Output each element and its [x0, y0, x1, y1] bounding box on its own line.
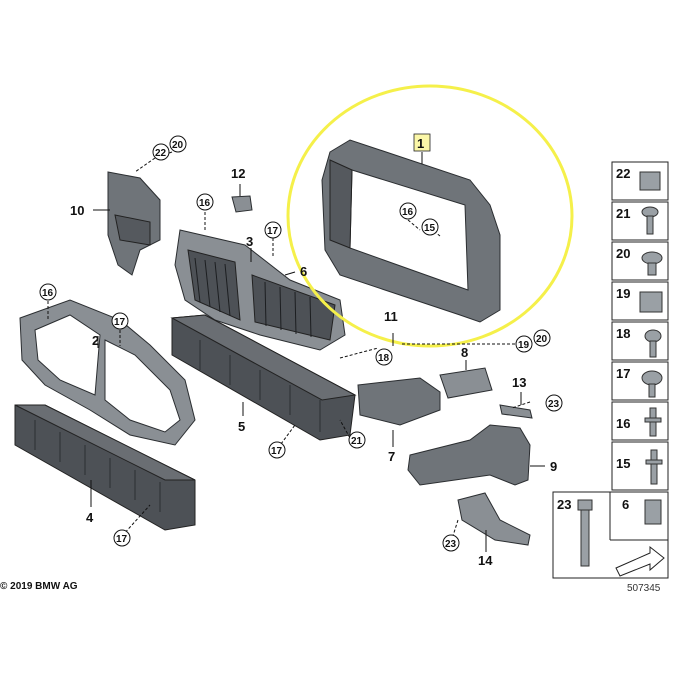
- callout-11: 11: [384, 309, 398, 324]
- hex-bolt-icon: [650, 449, 658, 485]
- circled-20: 20: [536, 334, 548, 345]
- circled-16: 16: [42, 288, 54, 299]
- screw-icon: [644, 329, 662, 343]
- arrow-icon: [615, 545, 665, 577]
- callout-10: 10: [70, 203, 84, 218]
- circled-20: 20: [172, 140, 184, 151]
- part-13-bracket: [499, 404, 533, 419]
- clip-nut-icon: [639, 171, 661, 191]
- circled-17: 17: [271, 446, 283, 457]
- callout-4: 4: [86, 510, 94, 525]
- part-2-grille-frame: [19, 299, 196, 446]
- callout-13: 13: [512, 375, 526, 390]
- callout-6: 6: [300, 264, 307, 279]
- circled-17: 17: [114, 317, 126, 328]
- circled-16: 16: [199, 198, 211, 209]
- circled-17: 17: [116, 534, 128, 545]
- svg-text:21: 21: [616, 206, 630, 221]
- legend-bottom-cells: 23 6: [552, 491, 669, 579]
- callout-9: 9: [550, 459, 557, 474]
- callout-3: 3: [246, 234, 253, 249]
- legend-23-label: 23: [557, 497, 571, 512]
- svg-text:16: 16: [616, 416, 630, 431]
- fastener-legend: 22 21 20 19 18 17: [552, 161, 669, 579]
- expanding-rivet-icon: [641, 251, 663, 265]
- legend-6-label: 6: [622, 497, 629, 512]
- legend-row-21: 21: [611, 201, 669, 241]
- callout-1: 1: [417, 136, 424, 151]
- callout-12: 12: [231, 166, 245, 181]
- svg-text:22: 22: [616, 166, 630, 181]
- document-number: 507345: [627, 583, 661, 594]
- legend-row-20: 20: [611, 241, 669, 281]
- legend-row-22: 22: [611, 161, 669, 201]
- circled-16: 16: [402, 207, 414, 218]
- circled-23: 23: [445, 539, 457, 550]
- spring-nut-icon: [639, 291, 663, 313]
- callout-2: 2: [92, 333, 99, 348]
- circled-21: 21: [351, 436, 363, 447]
- part-5-air-duct-grille: [170, 314, 357, 441]
- long-bolt-icon: [577, 499, 593, 511]
- circled-22: 22: [155, 148, 167, 159]
- circled-19: 19: [518, 340, 530, 351]
- part-1-radiator-support: [321, 139, 501, 323]
- legend-row-17: 17: [611, 361, 669, 401]
- part-8-air-duct: [439, 367, 493, 399]
- nut-insert-icon: [644, 499, 662, 525]
- part-9-air-guide: [407, 424, 531, 486]
- part-3-kidney-grille: [174, 229, 346, 351]
- circled-23: 23: [548, 399, 560, 410]
- part-4-lower-grille: [14, 404, 196, 531]
- part-12-bracket: [231, 195, 253, 213]
- legend-row-19: 19: [611, 281, 669, 321]
- leader-lines: [47, 151, 545, 552]
- part-7-air-duct: [357, 377, 441, 426]
- legend-row-16: 16: [611, 401, 669, 441]
- callout-5: 5: [238, 419, 245, 434]
- callout-8: 8: [461, 345, 468, 360]
- highlight-ellipse: [286, 84, 574, 348]
- callout-14: 14: [478, 553, 493, 568]
- svg-text:20: 20: [616, 246, 630, 261]
- svg-text:17: 17: [616, 366, 630, 381]
- circled-15: 15: [424, 223, 436, 234]
- svg-text:19: 19: [616, 286, 630, 301]
- callout-1-box: [413, 133, 431, 152]
- legend-row-18: 18: [611, 321, 669, 361]
- circled-18: 18: [378, 353, 390, 364]
- svg-text:15: 15: [616, 456, 630, 471]
- part-callouts: 1 2 3 4 5 6 7 8 9 10 11 12 13 14: [70, 133, 557, 568]
- copyright: © 2019 BMW AG: [0, 581, 78, 592]
- svg-text:18: 18: [616, 326, 630, 341]
- callout-7: 7: [388, 449, 395, 464]
- circled-17: 17: [267, 226, 279, 237]
- washer-screw-icon: [641, 370, 663, 386]
- legend-row-15: 15: [611, 441, 669, 491]
- part-14-bracket: [457, 492, 531, 546]
- part-10-air-guide: [107, 171, 161, 276]
- circled-references: 22 20 16 17 16 17 16 15 18 19 20 23 21 1…: [39, 135, 563, 552]
